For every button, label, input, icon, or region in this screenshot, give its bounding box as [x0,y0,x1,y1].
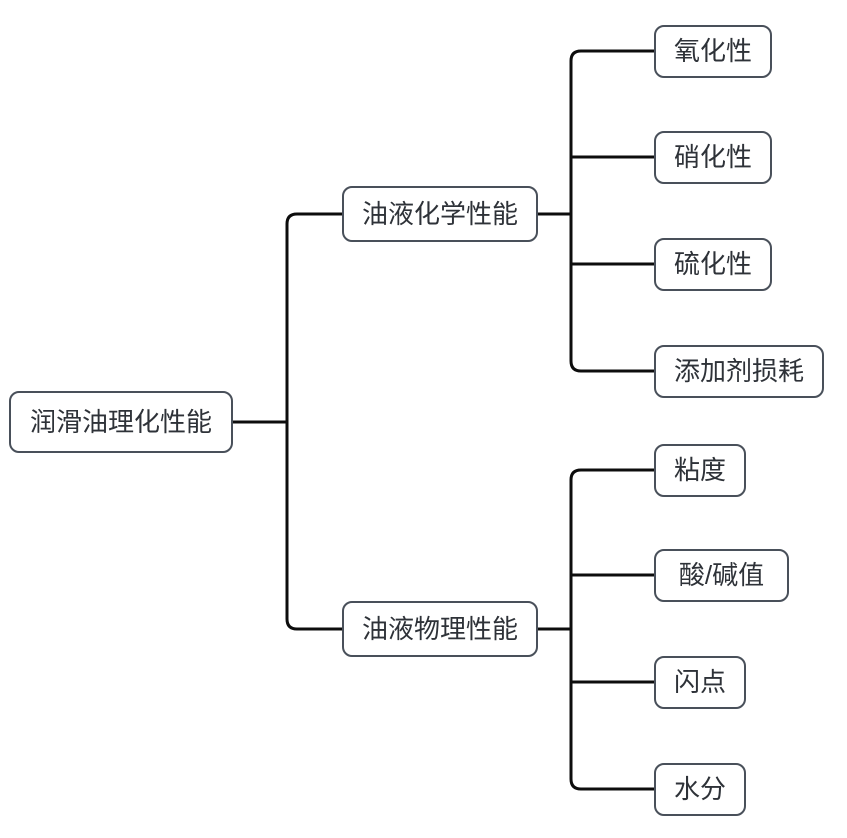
leaf-node-additive-depletion: 添加剂损耗 [654,344,824,398]
node-label: 粘度 [673,455,726,485]
leaf-node-oxidation: 氧化性 [654,24,772,78]
node-label: 添加剂损耗 [673,356,804,386]
leaf-node-acid-base-number: 酸/碱值 [654,548,789,602]
node-label: 润滑油理化性能 [29,407,212,437]
leaf-node-water-content: 水分 [654,762,746,816]
node-branch-physical: 油液物理性能 [342,601,538,657]
connector-physical-trunk [569,468,654,791]
node-label: 硝化性 [673,142,752,172]
node-root: 润滑油理化性能 [9,391,233,453]
connector-main-trunk [285,212,342,631]
leaf-node-sulfation: 硫化性 [654,237,772,291]
node-label: 酸/碱值 [678,560,765,590]
node-label: 闪点 [673,667,726,697]
node-label: 油液物理性能 [361,614,518,644]
leaf-node-viscosity: 粘度 [654,443,746,497]
node-label: 油液化学性能 [361,199,518,229]
node-branch-chemical: 油液化学性能 [342,186,538,242]
connector-chemical-trunk [569,49,654,373]
node-label: 硫化性 [673,249,752,279]
node-label: 水分 [673,774,726,804]
leaf-node-flash-point: 闪点 [654,655,746,709]
leaf-node-nitration: 硝化性 [654,130,772,184]
node-label: 氧化性 [673,36,752,66]
